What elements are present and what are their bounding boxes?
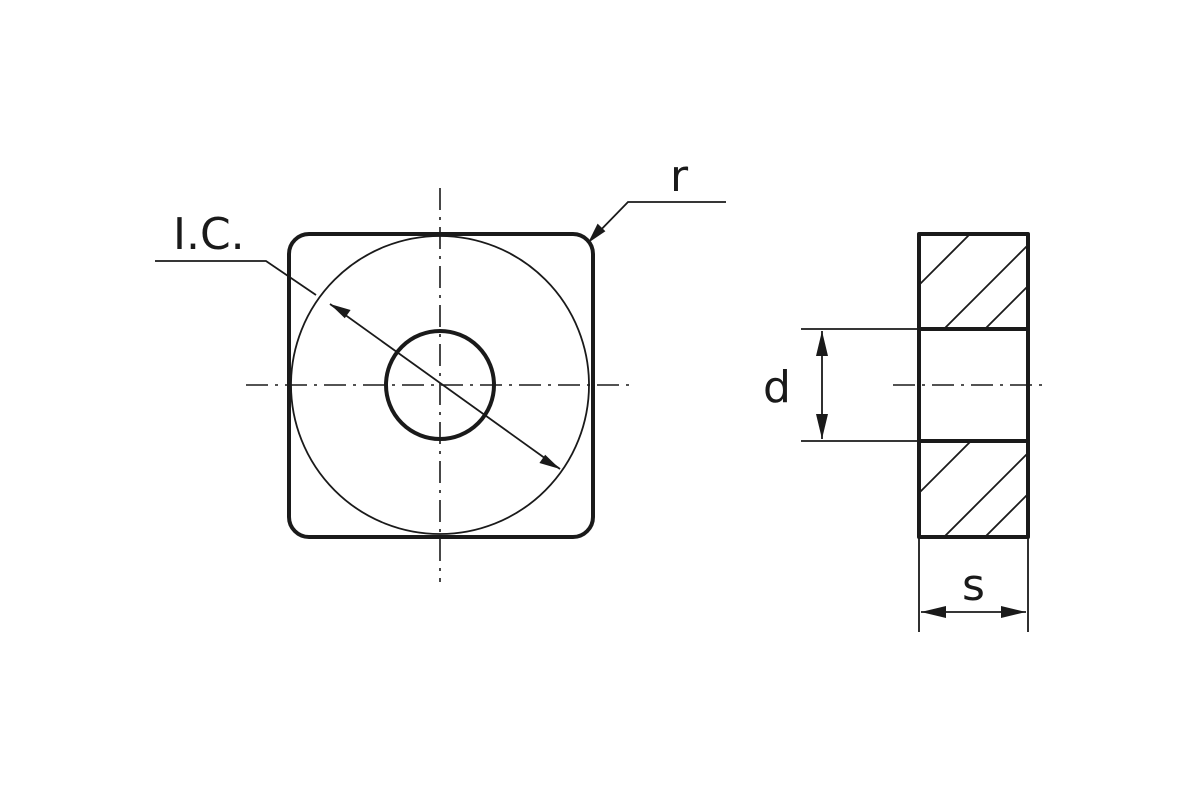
corner-radius-label: r: [670, 151, 689, 202]
section-hatching-upper: [919, 234, 1028, 329]
ic-arrow-upper: [330, 304, 351, 319]
d-label: d: [763, 362, 791, 413]
ic-dimension-line: [329, 303, 561, 470]
center-hole: [384, 329, 496, 441]
inscribed-circle: [290, 235, 590, 535]
s-arrow-left: [921, 606, 946, 618]
section-hatching-lower: [919, 441, 1028, 537]
ic-arrow-lower: [539, 454, 560, 469]
corner-radius-arrow: [588, 223, 606, 243]
insert-square-outline: [287, 232, 595, 539]
ic-label: I.C.: [173, 209, 245, 260]
ic-leader-line: [155, 260, 317, 296]
corner-radius-leader: [590, 201, 726, 241]
side-view: d s: [763, 232, 1046, 632]
s-arrow-right: [1001, 606, 1026, 618]
d-arrow-top: [816, 331, 828, 356]
s-label: s: [962, 560, 985, 611]
d-arrow-bottom: [816, 414, 828, 439]
front-view: I.C. r: [155, 151, 726, 582]
